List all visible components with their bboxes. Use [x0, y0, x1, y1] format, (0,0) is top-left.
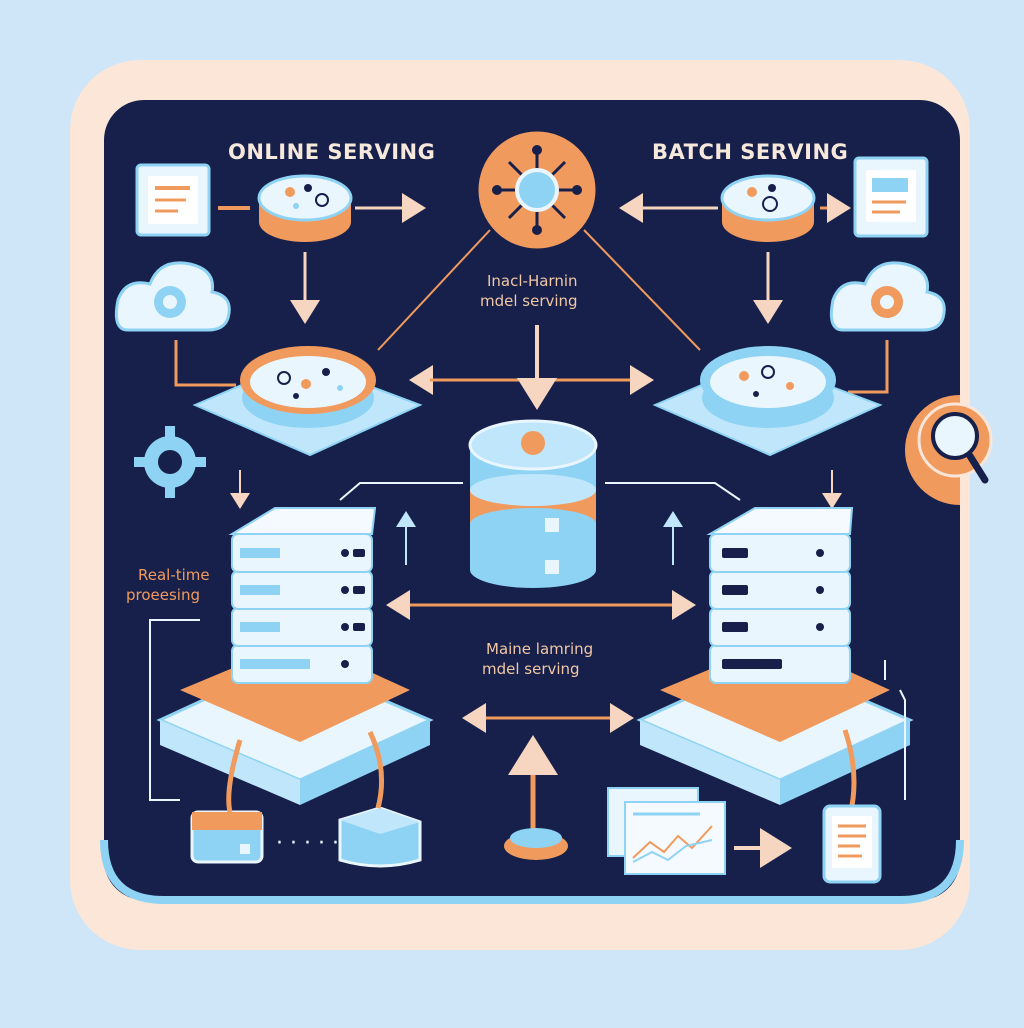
cable — [367, 730, 385, 809]
cloud-icon — [829, 261, 946, 332]
connector — [377, 229, 491, 351]
panel-rim — [100, 839, 964, 904]
batch-serving-title: BATCH SERVING — [652, 140, 849, 164]
base-disc-top — [510, 828, 562, 848]
tablet-icon — [822, 804, 882, 884]
connector — [149, 619, 200, 801]
connector — [848, 340, 889, 394]
storage-icon — [338, 806, 422, 868]
server-stack-icon — [636, 507, 914, 805]
database-icon — [468, 419, 598, 588]
ml-label-line2: mdel serving — [482, 660, 580, 678]
ml-label-line1: Maine lamring — [486, 640, 594, 658]
online-serving-title: ONLINE SERVING — [228, 140, 436, 164]
cloud-icon — [114, 261, 231, 332]
connector — [583, 229, 701, 351]
dish-icon — [652, 346, 883, 457]
connector — [899, 689, 906, 800]
chart-icon — [607, 787, 726, 875]
cable — [226, 739, 243, 813]
connector — [339, 482, 463, 501]
storage-icon — [190, 810, 264, 864]
dish-icon — [257, 174, 353, 242]
dots: · · · · · — [276, 831, 339, 856]
gear-icon — [134, 426, 206, 498]
realtime-label-line2: proeesing — [126, 586, 201, 604]
document-icon — [853, 156, 929, 238]
dish-icon — [720, 174, 816, 242]
dish-icon — [192, 346, 423, 457]
connector — [174, 340, 236, 387]
realtime-label-line1: Real-time — [138, 566, 210, 584]
connector — [605, 482, 741, 501]
magnifier-icon — [905, 395, 993, 505]
hub-icon — [475, 128, 599, 252]
document-icon — [135, 163, 211, 237]
server-stack-icon — [156, 507, 434, 805]
center-label-line2: mdel serving — [480, 292, 578, 310]
center-label-line1: Inacl-Harnin — [487, 272, 578, 290]
